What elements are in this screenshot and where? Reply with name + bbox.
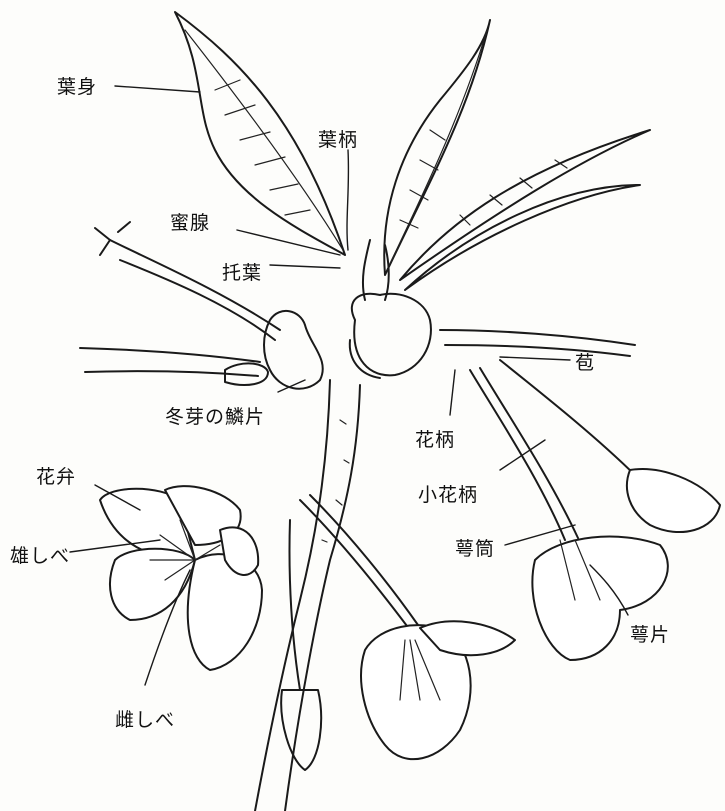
main-stem [255, 380, 360, 811]
leaf-right [384, 20, 650, 290]
label-pistil: 雌しべ [115, 705, 175, 732]
flower-left [100, 486, 262, 670]
flower-right [470, 360, 720, 660]
label-peduncle: 花柄 [415, 425, 455, 452]
label-calyx-tube: 萼筒 [455, 534, 495, 561]
label-petiole: 葉柄 [318, 125, 358, 152]
label-nectary: 蜜腺 [170, 208, 210, 235]
bud-hanging-left [281, 520, 321, 770]
label-stipule: 托葉 [222, 258, 262, 285]
label-sepal: 萼片 [630, 620, 670, 647]
right-twig [440, 330, 635, 356]
left-twig [80, 222, 280, 376]
label-bract: 苞 [575, 348, 595, 375]
label-winter-bud-scale: 冬芽の鱗片 [165, 402, 265, 429]
label-stamen: 雄しべ [10, 541, 70, 568]
label-petal: 花弁 [36, 462, 76, 489]
label-leaf-blade: 葉身 [57, 72, 97, 99]
label-pedicel: 小花柄 [418, 480, 478, 507]
